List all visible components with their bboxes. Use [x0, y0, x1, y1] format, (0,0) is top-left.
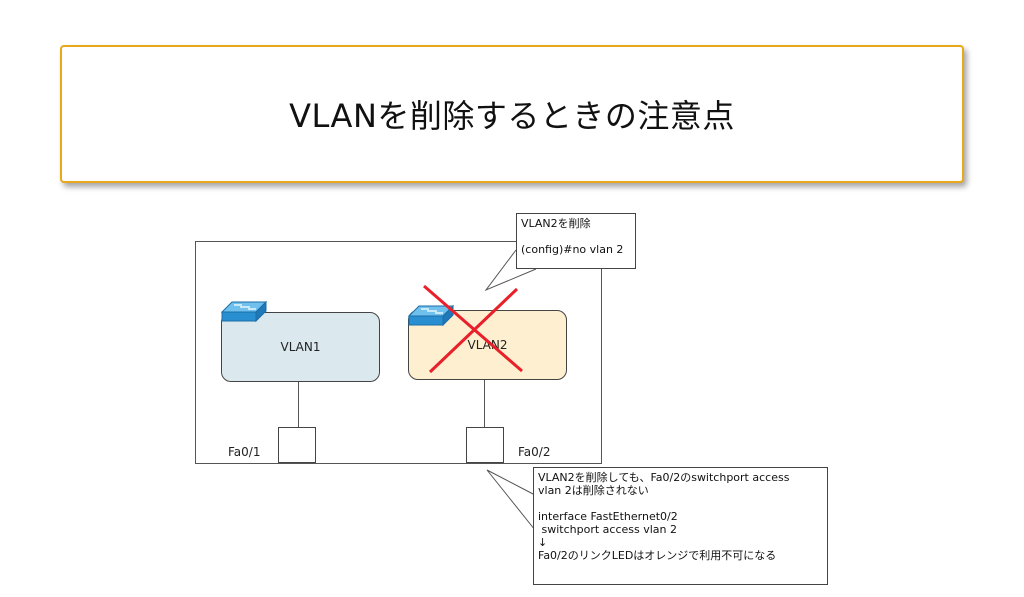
callout-delete-vlan: VLAN2を削除 (config)#no vlan 2: [516, 213, 636, 269]
port-fa0-1: [278, 427, 316, 463]
callout-bottom-line7: Fa0/2のリンクLEDはオレンジで利用不可になる: [538, 549, 777, 562]
vlan2-port-link: [484, 378, 485, 427]
callout-bottom-line4: interface FastEthernet0/2: [538, 510, 678, 523]
title-box: VLANを削除するときの注意点: [60, 45, 964, 183]
callout-top-line1: VLAN2を削除: [521, 217, 591, 230]
page-title: VLANを削除するときの注意点: [289, 97, 735, 135]
switch-icon: [407, 304, 455, 327]
callout-bottom-line2: vlan 2は削除されない: [538, 484, 649, 497]
callout-bottom-pointer: [486, 469, 536, 531]
vlan1-port-link: [298, 380, 299, 427]
callout-top-line2: [521, 230, 631, 243]
switch-icon: [220, 300, 268, 323]
port-fa0-2: [466, 427, 504, 463]
callout-bottom-line3: [538, 497, 823, 510]
delete-cross-icon: [423, 284, 523, 374]
vlan1-label: VLAN1: [280, 340, 321, 354]
callout-bottom-line5: switchport access vlan 2: [538, 523, 677, 536]
port1-label: Fa0/1: [228, 445, 261, 459]
callout-note: VLAN2を削除しても、Fa0/2のswitchport access vlan…: [533, 467, 828, 585]
callout-bottom-line6: ↓: [538, 536, 548, 549]
vlan1-box: VLAN1: [221, 312, 380, 382]
callout-top-line3: (config)#no vlan 2: [521, 243, 624, 256]
port2-label: Fa0/2: [518, 445, 551, 459]
vlan2-box: VLAN2: [408, 310, 567, 380]
callout-bottom-line1: VLAN2を削除しても、Fa0/2のswitchport access: [538, 471, 790, 484]
